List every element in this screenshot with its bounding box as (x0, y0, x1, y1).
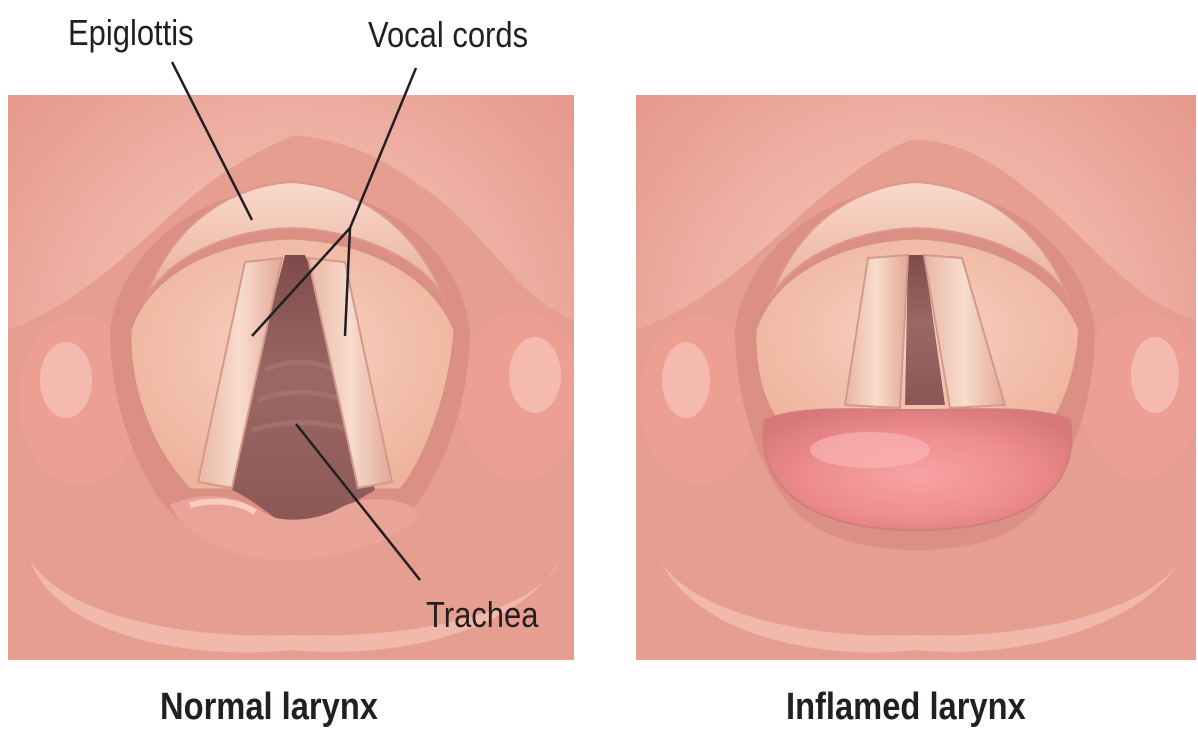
inflamed-left-highlight (662, 342, 710, 418)
inflamed-larynx-caption: Inflamed larynx (786, 686, 1026, 729)
normal-larynx-illustration (8, 95, 582, 660)
inflamed-larynx-illustration (636, 95, 1198, 660)
epiglottis-label: Epiglottis (68, 12, 194, 54)
vocal-cords-label: Vocal cords (368, 14, 528, 56)
trachea-label: Trachea (426, 594, 538, 636)
normal-right-highlight (509, 337, 561, 413)
inflamed-right-highlight (1131, 337, 1179, 413)
normal-left-highlight (40, 342, 92, 418)
inflamed-swelling-highlight (810, 432, 930, 468)
normal-larynx-caption: Normal larynx (160, 686, 378, 729)
